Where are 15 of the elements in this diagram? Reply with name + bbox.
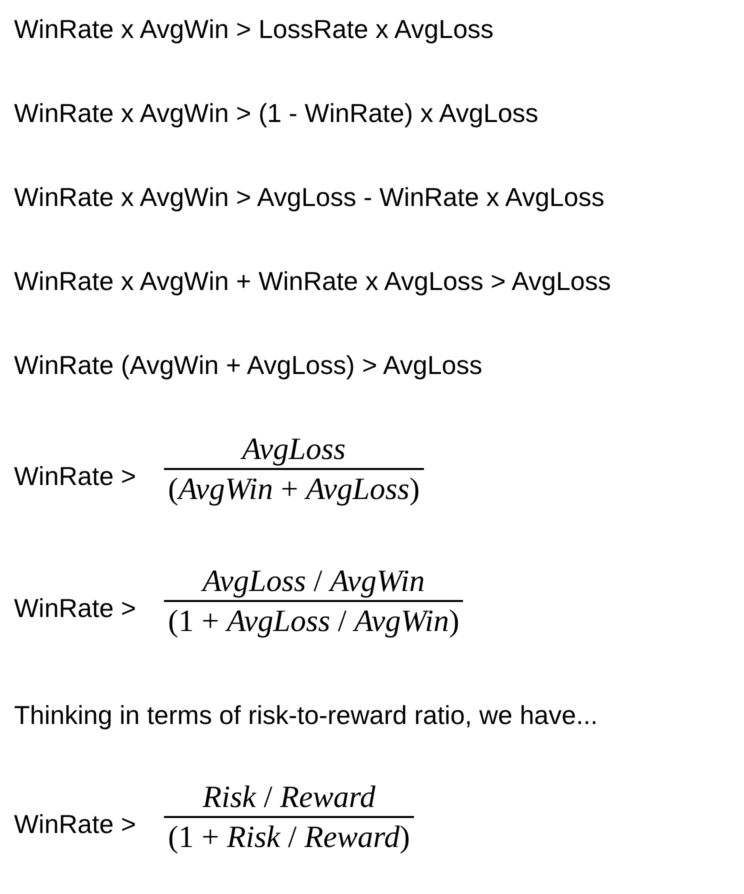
numerator-text: AvgLoss / AvgWin xyxy=(200,562,426,600)
denominator-text: (AvgWin + AvgLoss) xyxy=(167,470,421,508)
numerator-text: AvgLoss xyxy=(240,430,347,468)
equation-text: WinRate (AvgWin + AvgLoss) > AvgLoss xyxy=(14,350,482,380)
equation-text: WinRate x AvgWin + WinRate x AvgLoss > AvgLoss xyxy=(14,266,611,296)
equation-text: Thinking in terms of risk-to-reward ratio, we have... xyxy=(14,700,598,730)
equation-text: WinRate x AvgWin > (1 - WinRate) x AvgLoss xyxy=(14,98,538,128)
equation-text: WinRate > xyxy=(14,461,136,491)
denominator-text: (1 + AvgLoss / AvgWin) xyxy=(167,602,460,640)
numerator-text: Risk / Reward xyxy=(202,778,376,816)
equation-text: WinRate > xyxy=(14,809,136,839)
equation-text: WinRate x AvgWin > LossRate x AvgLoss xyxy=(14,14,494,44)
equation-text: WinRate > xyxy=(14,593,136,623)
denominator-text: (1 + Risk / Reward) xyxy=(167,818,411,856)
equation-text: WinRate x AvgWin > AvgLoss - WinRate x AvgLoss xyxy=(14,182,604,212)
